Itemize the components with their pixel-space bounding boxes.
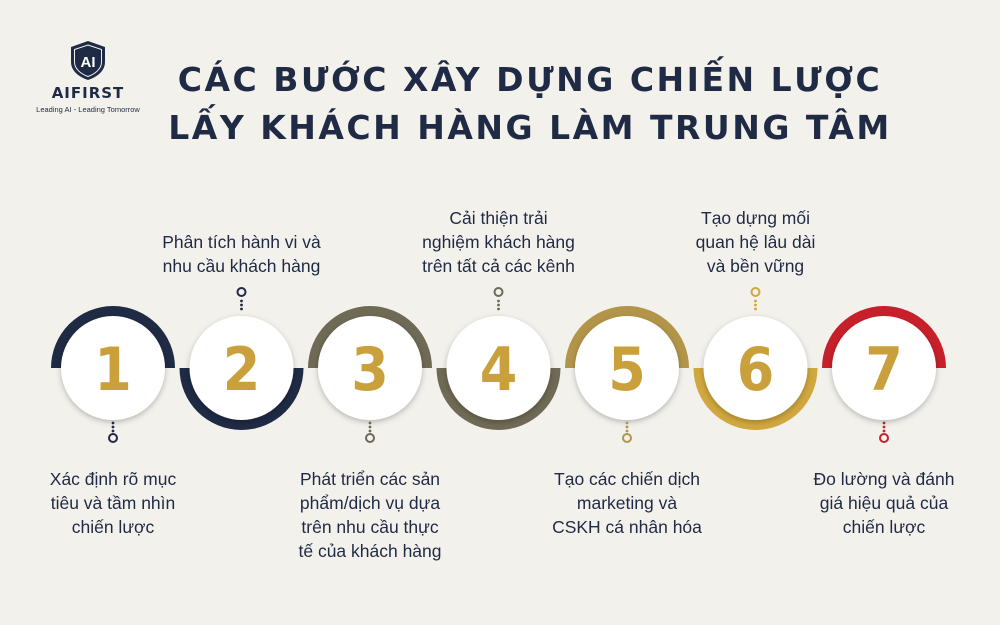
brand-tagline: Leading AI - Leading Tomorrow xyxy=(36,105,140,114)
step-5: 5 xyxy=(565,306,689,443)
step-1: 1 xyxy=(51,306,175,443)
connector-dot xyxy=(882,429,886,433)
step-3-circle xyxy=(318,316,422,420)
connector-dot xyxy=(497,299,500,303)
connector-node xyxy=(879,433,889,443)
connector-dot xyxy=(625,421,629,425)
step-2-number: 2 xyxy=(223,335,261,405)
step-5-arc xyxy=(565,306,689,368)
step-2-arc xyxy=(179,368,304,430)
step-6: 6 xyxy=(693,287,818,430)
step-6-circle xyxy=(703,316,808,420)
connector-dot xyxy=(111,425,115,429)
connector-node xyxy=(108,433,118,443)
step-4-text: Cải thiện trải nghiệm khách hàng trên tấ… xyxy=(422,208,575,276)
step-4-number: 4 xyxy=(480,335,518,405)
connector-dot xyxy=(625,425,629,429)
title-line-2: LẤY KHÁCH HÀNG LÀM TRUNG TÂM xyxy=(168,108,892,147)
step-4-circle xyxy=(446,316,551,420)
connector-dot xyxy=(882,421,886,425)
step-1-number: 1 xyxy=(94,335,132,405)
step-3-arc xyxy=(308,306,432,368)
connector-node xyxy=(493,287,504,297)
step-1-circle xyxy=(61,316,165,420)
connector-node xyxy=(236,287,247,297)
step-3: 3 xyxy=(308,306,432,443)
connector-dot xyxy=(368,425,372,429)
connector-dot xyxy=(882,425,886,429)
connector-dot xyxy=(754,307,757,311)
step-2: 2 xyxy=(179,287,304,430)
connector-dot xyxy=(111,429,115,433)
step-3-text: Phát triển các sản phẩm/dịch vụ dựa trên… xyxy=(298,469,442,561)
connector-node xyxy=(365,433,375,443)
step-6-number: 6 xyxy=(737,335,775,405)
brand-name: AIFIRST xyxy=(51,84,125,102)
step-4-arc xyxy=(436,368,561,430)
step-1-arc xyxy=(51,306,175,368)
logo: AI AIFIRST Leading AI - Leading Tomorrow xyxy=(28,38,148,114)
logo-mark: AI xyxy=(81,54,96,71)
connector-dot xyxy=(240,303,243,307)
step-7: 7 xyxy=(822,306,946,443)
step-6-arc xyxy=(693,368,818,430)
connector-node xyxy=(750,287,761,297)
step-5-number: 5 xyxy=(608,335,646,405)
step-7-circle xyxy=(832,316,936,420)
step-2-text: Phân tích hành vi và nhu cầu khách hàng xyxy=(162,232,321,276)
step-2-circle xyxy=(189,316,294,420)
connector-dot xyxy=(625,429,629,433)
connector-dot xyxy=(754,303,757,307)
connector-dot xyxy=(111,421,115,425)
step-1-text: Xác định rõ mục tiêu và tầm nhìn chiến l… xyxy=(49,469,177,537)
step-4: 4 xyxy=(436,287,561,430)
connector-dot xyxy=(497,303,500,307)
title-line-1: CÁC BƯỚC XÂY DỰNG CHIẾN LƯỢC xyxy=(177,60,883,99)
shield-logo-icon: AI xyxy=(71,41,105,80)
step-5-text: Tạo các chiến dịch marketing và CSKH cá … xyxy=(552,469,702,537)
connector-dot xyxy=(368,429,372,433)
connector-dot xyxy=(754,299,757,303)
connector-dot xyxy=(497,307,500,311)
connector-dot xyxy=(240,299,243,303)
step-6-text: Tạo dựng mối quan hệ lâu dài và bền vững xyxy=(695,208,816,276)
connector-dot xyxy=(368,421,372,425)
step-7-arc xyxy=(822,306,946,368)
page-title: CÁC BƯỚC XÂY DỰNG CHIẾN LƯỢC LẤY KHÁCH H… xyxy=(150,56,910,152)
step-5-circle xyxy=(575,316,679,420)
step-7-text: Đo lường và đánh giá hiệu quả của chiến … xyxy=(813,469,955,537)
step-3-number: 3 xyxy=(351,335,389,405)
connector-node xyxy=(622,433,632,443)
step-7-number: 7 xyxy=(865,335,903,405)
connector-dot xyxy=(240,307,243,311)
